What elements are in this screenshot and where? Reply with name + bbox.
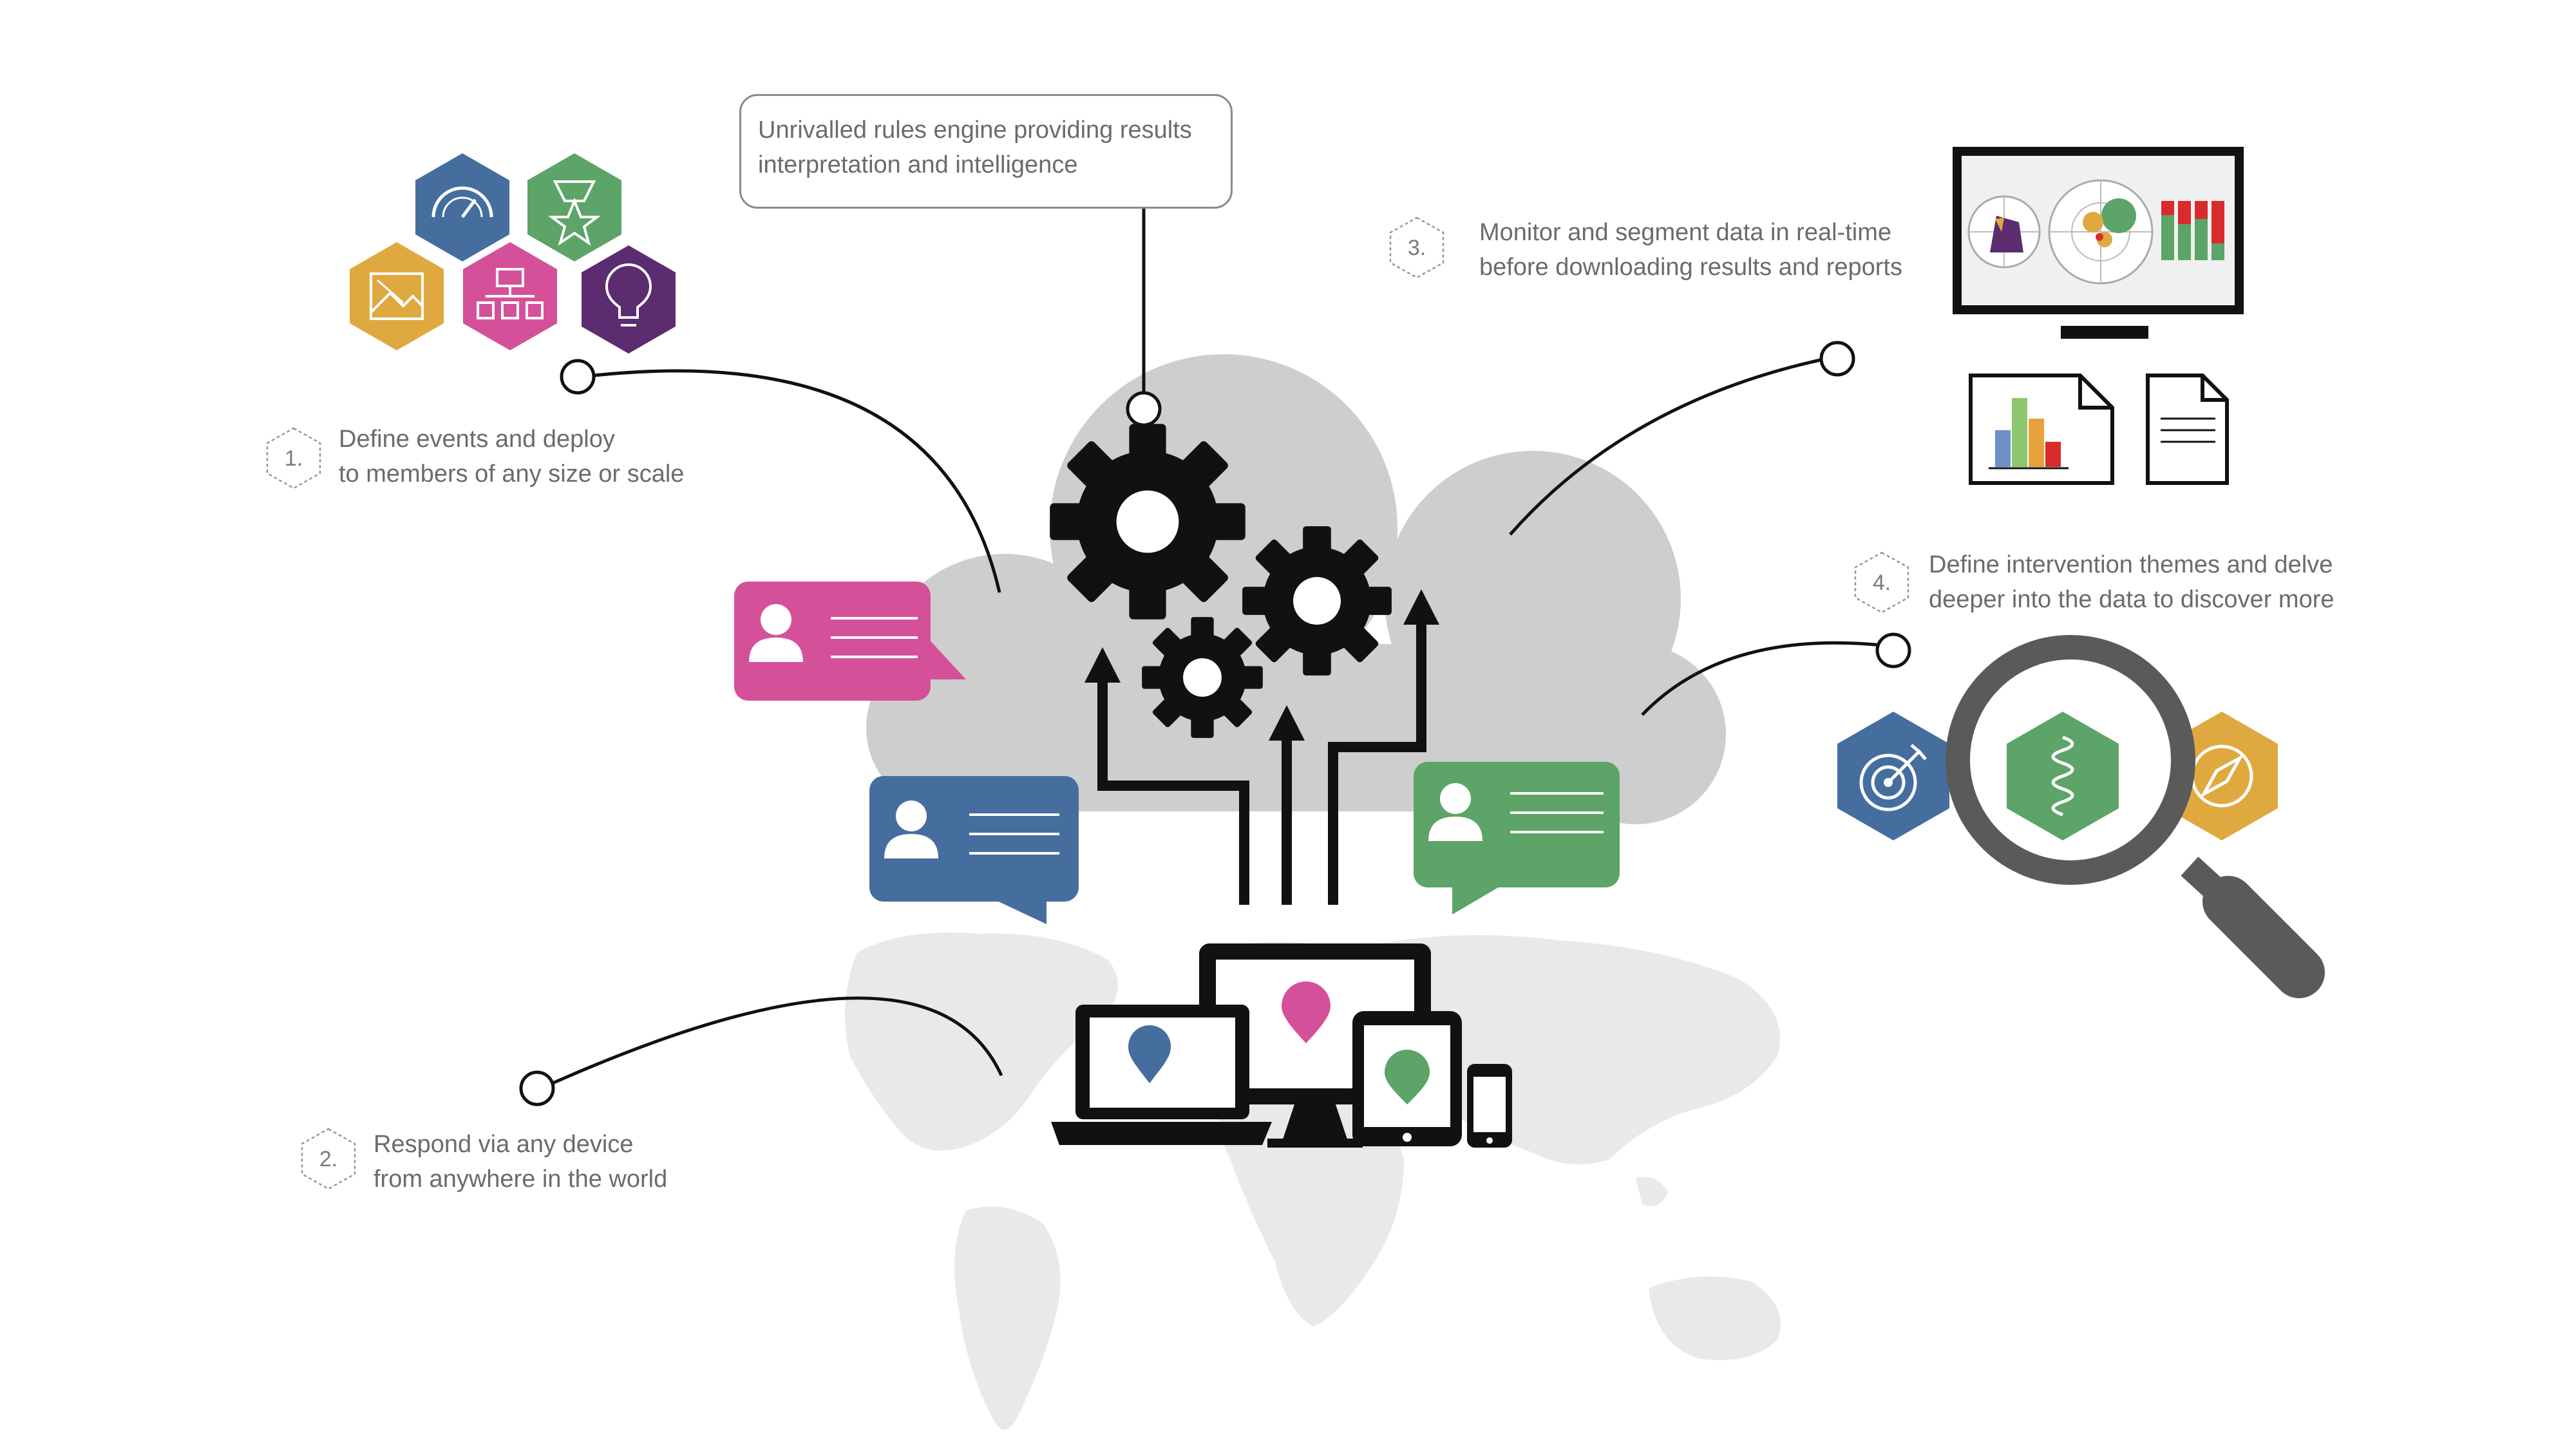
- spring-icon: [2007, 712, 2119, 840]
- step2-caption: Respond via any device from anywhere in …: [374, 1127, 667, 1197]
- laptop-icon: [1051, 1005, 1272, 1145]
- connector-step1: [582, 369, 1001, 593]
- step-badges: [266, 216, 1909, 1190]
- step4-line1: Define intervention themes and delve: [1929, 551, 2333, 578]
- arrow-heads: [1084, 589, 1439, 741]
- step2-line2: from anywhere in the world: [374, 1166, 668, 1193]
- step4-line2: deeper into the data to discover more: [1929, 586, 2334, 613]
- step1-number: 1.: [285, 446, 303, 471]
- step3-line1: Monitor and segment data in real-time: [1479, 219, 1891, 246]
- step1-line1: Define events and deploy: [339, 426, 615, 453]
- step3-badge: [1389, 216, 1444, 279]
- step4-number: 4.: [1873, 571, 1891, 595]
- connector-step4: [1641, 641, 1889, 716]
- event-hexagons: [350, 153, 676, 354]
- step3-caption: Monitor and segment data in real-time be…: [1479, 215, 1902, 285]
- step2-badge: [301, 1128, 356, 1190]
- blue-message-icon: [869, 776, 1079, 924]
- step4-badge: [1854, 551, 1909, 614]
- speedometer-icon: [415, 153, 509, 261]
- pink-pin-icon: [1282, 981, 1331, 1043]
- connector-endpoints: [519, 341, 1911, 1106]
- pink-message-icon: [734, 582, 966, 701]
- step1-caption: Define events and deploy to members of a…: [339, 422, 684, 491]
- connector-step2: [540, 996, 1003, 1090]
- phone-icon: [1467, 1064, 1512, 1148]
- org-chart-icon: [463, 242, 557, 350]
- step3-number: 3.: [1408, 236, 1426, 260]
- green-pin-icon: [1385, 1050, 1430, 1104]
- step2-line1: Respond via any device: [374, 1131, 634, 1158]
- magnifier-icon: [1946, 635, 2325, 998]
- chart-report-icon: [1969, 374, 2114, 485]
- image-icon: [350, 242, 444, 350]
- document-icon: [2146, 374, 2229, 485]
- rules-engine-callout: Unrivalled rules engine providing result…: [739, 94, 1233, 209]
- step1-line2: to members of any size or scale: [339, 460, 685, 488]
- lightbulb-icon: [582, 245, 676, 354]
- devices-icon: [1051, 943, 1512, 1148]
- rules-engine-line2: interpretation and intelligence: [758, 151, 1078, 178]
- upload-arrows-icon: [1097, 612, 1426, 905]
- dashboard-icon: [1953, 147, 2244, 339]
- step1-badge: [266, 427, 321, 489]
- connector-step3: [1509, 355, 1833, 536]
- step3-line2: before downloading results and reports: [1479, 254, 1902, 281]
- green-message-icon: [1414, 762, 1620, 914]
- step2-number: 2.: [319, 1147, 337, 1171]
- connector-lines: [540, 209, 1889, 1090]
- step4-caption: Define intervention themes and delve dee…: [1929, 547, 2334, 617]
- blue-pin-icon: [1128, 1025, 1171, 1083]
- rules-engine-line1: Unrivalled rules engine providing result…: [758, 117, 1192, 144]
- trophy-icon: [527, 153, 621, 261]
- target-icon: [1837, 712, 1949, 840]
